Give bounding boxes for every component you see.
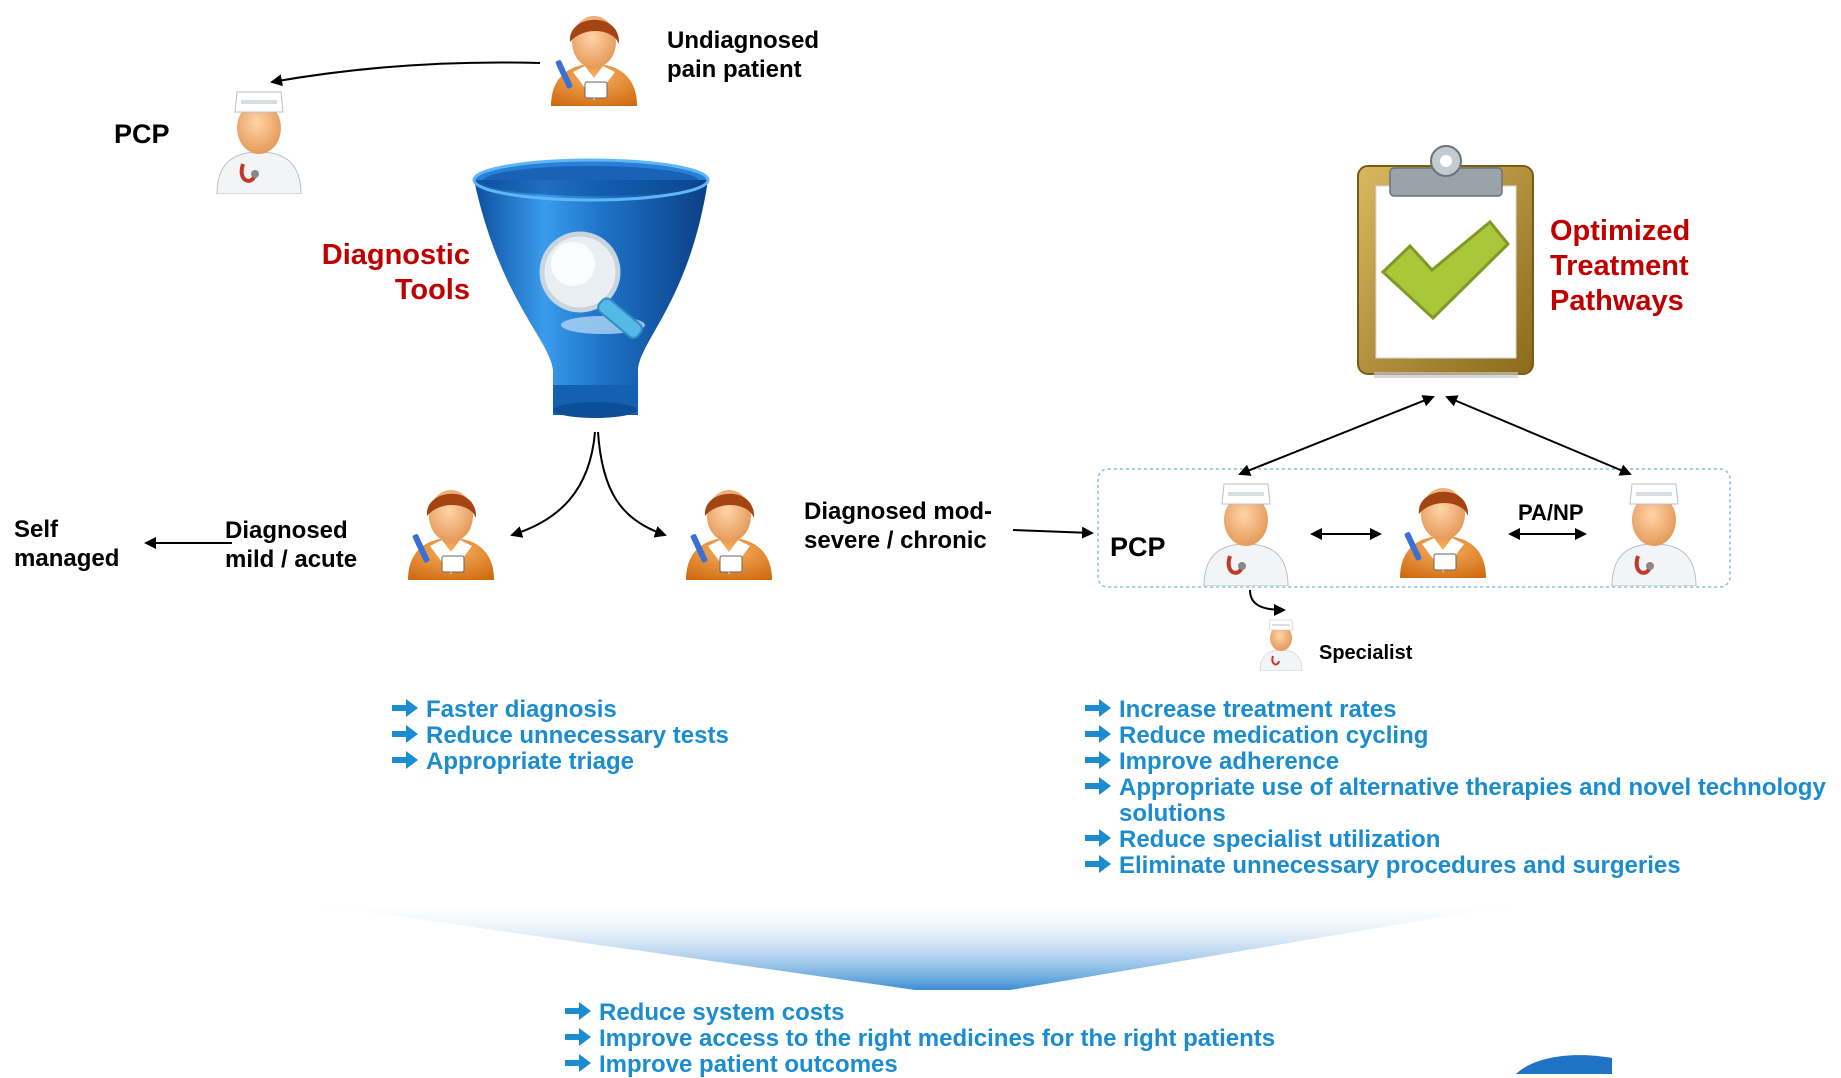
benefit-item: Reduce specialist utilization <box>1083 827 1841 853</box>
arrow-bullet-icon <box>1085 829 1111 847</box>
benefit-text: Increase treatment rates <box>1119 696 1397 723</box>
benefit-text: Appropriate triage <box>426 748 635 775</box>
undiagnosed-label: Undiagnosed pain patient <box>667 27 820 83</box>
benefit-item: Faster diagnosis <box>390 697 810 723</box>
arrow-severe-to-team <box>1012 526 1094 539</box>
arrow-bullet-icon <box>565 1054 591 1072</box>
doctor-icon-team-pcp <box>1200 474 1292 587</box>
patient-icon-mild <box>400 482 502 580</box>
benefit-text: Improve patient outcomes <box>599 1051 898 1078</box>
arrow-funnel-to-severe <box>597 431 667 538</box>
benefit-text: Reduce unnecessary tests <box>426 722 729 749</box>
benefit-item: Reduce medication cycling <box>1083 723 1841 749</box>
logo-swoosh-icon <box>1516 1055 1612 1074</box>
doctor-icon-specialist <box>1258 615 1304 672</box>
arrow-team-pathways-left <box>1238 395 1435 476</box>
arrow-bullet-icon <box>565 1028 591 1046</box>
benefit-text: Improve adherence <box>1119 748 1340 775</box>
patient-icon-team <box>1392 480 1494 578</box>
diagnosed-mild-label: Diagnosed mild / acute <box>225 517 358 573</box>
benefit-item: Appropriate use of alternative therapies… <box>1083 775 1841 827</box>
pa-np-label: PA/NP <box>1518 500 1584 525</box>
pcp-team-label: PCP <box>1110 532 1166 562</box>
funnel-icon <box>472 158 710 418</box>
benefit-item: Improve patient outcomes <box>563 1052 1363 1078</box>
benefit-item: Reduce unnecessary tests <box>390 723 810 749</box>
specialist-label: Specialist <box>1319 642 1413 664</box>
patient-icon-top <box>543 8 645 106</box>
arrow-pcp-to-specialist <box>1249 589 1286 616</box>
benefit-text: Appropriate use of alternative therapies… <box>1119 774 1826 827</box>
benefit-text: Eliminate unnecessary procedures and sur… <box>1119 852 1681 879</box>
benefit-item: Improve adherence <box>1083 749 1841 775</box>
optimized-pathways-label: Optimized Treatment Pathways <box>1550 215 1691 317</box>
diagnostic-tools-label: Diagnostic Tools <box>321 239 470 306</box>
arrow-bullet-icon <box>392 751 418 769</box>
benefit-item: Increase treatment rates <box>1083 697 1841 723</box>
arrow-bullet-icon <box>392 725 418 743</box>
benefit-item: Improve access to the right medicines fo… <box>563 1026 1363 1052</box>
arrow-bullet-icon <box>1085 751 1111 769</box>
arrow-bullet-icon <box>1085 855 1111 873</box>
benefit-text: Reduce specialist utilization <box>1119 826 1441 853</box>
arrow-funnel-to-mild <box>510 431 596 538</box>
clipboard-icon <box>1357 145 1534 378</box>
benefit-item: Eliminate unnecessary procedures and sur… <box>1083 853 1841 879</box>
patient-icon-severe <box>678 482 780 580</box>
benefit-item: Reduce system costs <box>563 1000 1363 1026</box>
arrow-bullet-icon <box>1085 699 1111 717</box>
arrow-patient-to-pcp <box>270 61 541 87</box>
arrow-bullet-icon <box>392 699 418 717</box>
benefit-text: Improve access to the right medicines fo… <box>599 1025 1276 1052</box>
arrow-bullet-icon <box>1085 777 1111 795</box>
diagnosed-severe-label: Diagnosed mod- severe / chronic <box>804 498 993 554</box>
doctor-icon-top-pcp <box>213 82 305 195</box>
arrow-bullet-icon <box>565 1002 591 1020</box>
benefit-text: Reduce system costs <box>599 999 845 1026</box>
summary-band <box>270 898 1555 990</box>
benefit-text: Faster diagnosis <box>426 696 617 723</box>
self-managed-label: Self managed <box>14 516 120 572</box>
pcp-top-label: PCP <box>114 119 170 149</box>
arrow-bullet-icon <box>1085 725 1111 743</box>
arrow-team-pathways-right <box>1445 395 1632 476</box>
benefit-item: Appropriate triage <box>390 749 810 775</box>
benefit-text: Reduce medication cycling <box>1119 722 1429 749</box>
doctor-icon-team-panp <box>1608 474 1700 587</box>
